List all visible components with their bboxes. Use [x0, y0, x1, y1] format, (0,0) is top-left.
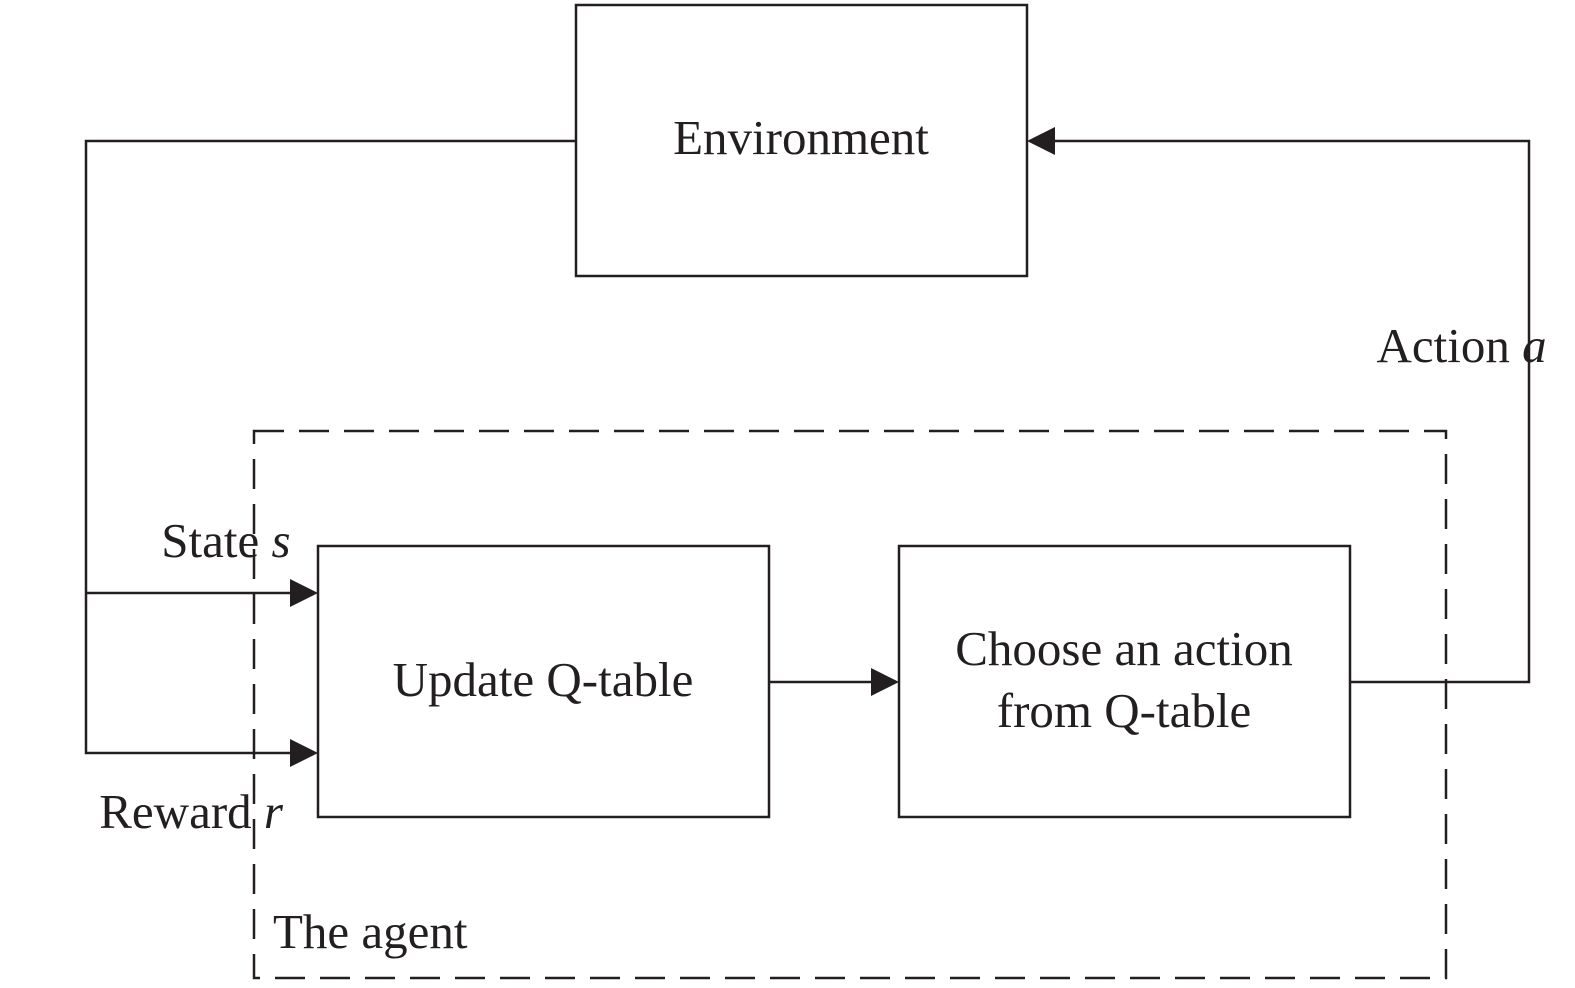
choose-action-label-line2: from Q-table [997, 683, 1251, 738]
choose-action-box [897, 544, 1352, 819]
reward-arrowhead [290, 739, 318, 767]
state-label: State s [100, 513, 327, 568]
environment-label: Environment [673, 110, 929, 165]
agent-boundary [252, 429, 1448, 980]
reward-label: Reward r [38, 784, 320, 839]
update-q-table-box [316, 544, 771, 819]
environment-feedback-line [84, 139, 576, 755]
action-label: Action a [1318, 318, 1575, 373]
choose-action-label-line1: Choose an action [955, 621, 1292, 676]
action-arrowhead [1027, 127, 1055, 155]
update-to-choose-arrowhead [871, 668, 899, 696]
environment-box [574, 3, 1029, 278]
state-arrowhead [290, 579, 318, 607]
action-line [1055, 139, 1531, 684]
update-q-table-label: Update Q-table [393, 652, 694, 707]
agent-label: The agent [273, 904, 468, 959]
